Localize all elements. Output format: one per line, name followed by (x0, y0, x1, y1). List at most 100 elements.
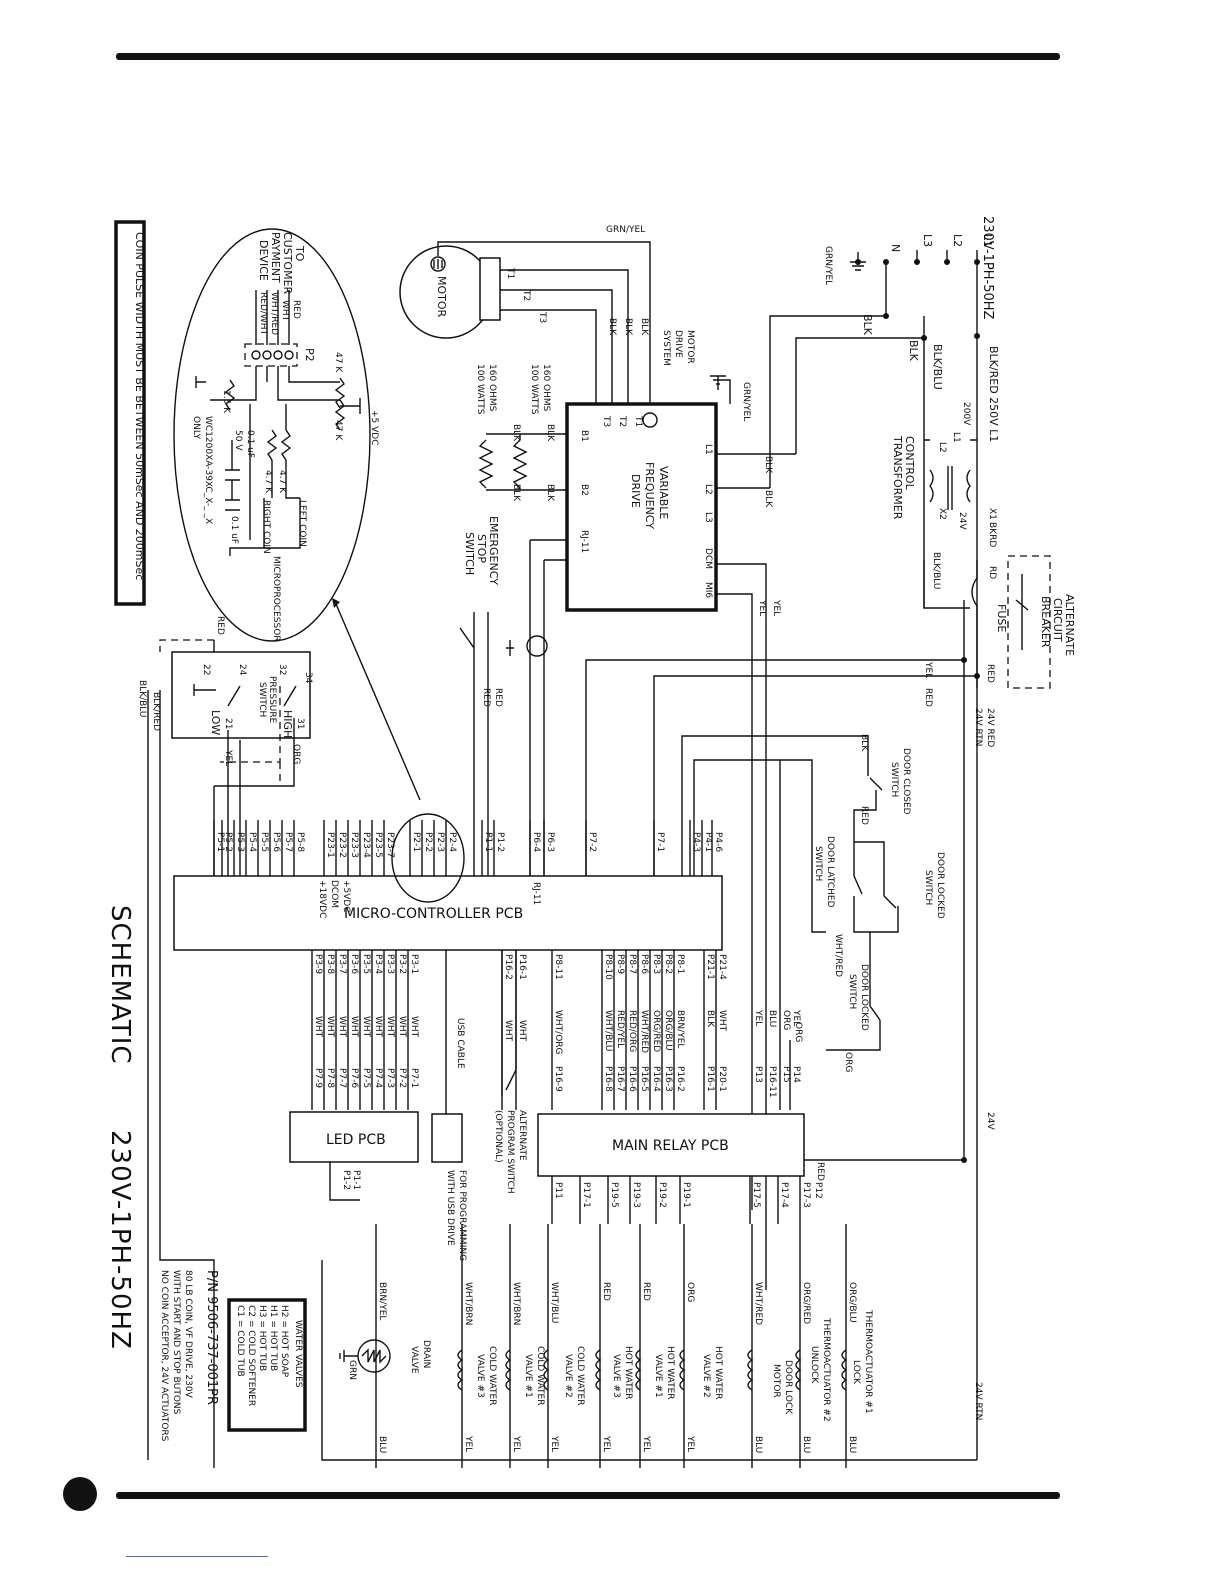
door-locked-3: DOOR LOCKED (859, 964, 869, 1031)
mcpcb-bottom-pin: P8-10 (603, 954, 613, 980)
door-red: RED (859, 806, 869, 825)
rail-24v-rtn-label: 24V RTN (973, 1382, 983, 1420)
therm2-1: THERMOACTUATOR #2 (821, 1317, 831, 1422)
led-p7-pin: P7-8 (325, 1068, 335, 1088)
rail-24v-red: 24V RED (985, 708, 995, 747)
schematic-title: SCHEMATIC (105, 905, 135, 1065)
hot1-2: VALVE #1 (653, 1354, 663, 1398)
door-org-2: ORG (793, 1022, 803, 1042)
cold3-2: VALVE #3 (475, 1354, 485, 1398)
usb-connector (431, 1113, 463, 1163)
mcpcb-bottom-pin: P8-6 (639, 954, 649, 974)
led-p7-pin: P7-3 (385, 1068, 395, 1088)
transformer-24v: 24V (957, 512, 967, 530)
pressure-red: RED (215, 616, 225, 635)
vfd-b1: B1 (579, 430, 589, 442)
resistor-blk-4: BLK (511, 484, 521, 502)
pressure-n32: 32 (277, 664, 287, 675)
mcpcb-bottom-pin: P8-9 (615, 954, 625, 974)
relay-bottom-pin: P19-5 (609, 1182, 619, 1208)
motor-label: MOTOR (435, 276, 448, 318)
pressure-n34: 34 (303, 672, 313, 684)
mcpcb-bottom-pin: P16-1 (517, 954, 527, 980)
led-pcb (289, 1111, 419, 1163)
mcpcb-top-pin: P6-3 (545, 832, 555, 852)
coin-r47c: 4.7 K (277, 470, 287, 494)
door-org: ORG (843, 1052, 853, 1072)
coin-microprocessor: MICROPROCESSOR (271, 556, 281, 642)
relay-top-pin: P16-3 (663, 1066, 673, 1092)
load-wire-top: WHT/BRN (463, 1282, 473, 1325)
hot3-1: HOT WATER (623, 1346, 633, 1400)
cold1-1: COLD WATER (535, 1346, 545, 1405)
vfd-l2-blk: BLK (763, 490, 773, 508)
door-whtred: WHT/RED (833, 934, 843, 977)
vfd-rj11: RJ-11 (579, 530, 589, 553)
resistor-1-ohms: 160 OHMS (541, 364, 551, 412)
motor-system-3: SYSTEM (661, 330, 671, 366)
mcpcb-bottom-pin: P3-5 (361, 954, 371, 974)
relay-bottom-pin: P19-1 (681, 1182, 691, 1208)
relay-wire-label: YEL (791, 1009, 801, 1026)
part-desc-2: WITH START AND STOP BUTONS (171, 1270, 181, 1415)
pressure-n31: 31 (295, 718, 305, 729)
relay-wire-label: WHT/RED (639, 1010, 649, 1053)
load-wire-top: ORG/BLU (847, 1282, 857, 1323)
transformer-label-1: CONTROL (903, 436, 916, 491)
transformer-l1: L1 (951, 432, 961, 443)
door-locked-2: SWITCH (923, 870, 933, 905)
program-wht-2: WHT (503, 1020, 513, 1042)
vfd-ground-wire: GRN/YEL (741, 382, 751, 421)
program-switch-1: ALTERNATE (517, 1110, 527, 1161)
relay-bottom-pin: P17-4 (779, 1182, 789, 1208)
motor-blk-3: BLK (607, 318, 617, 336)
transformer-l2: L2 (937, 442, 947, 453)
mcpcb-bottom-pin: P21-1 (705, 954, 715, 980)
page-marker-dot (63, 1477, 97, 1511)
vfd-l3: L3 (703, 512, 713, 523)
transformer-x1-wire: BKRD (987, 522, 997, 547)
coin-r47b: 47 K (333, 420, 343, 441)
load-wire-top: WHT/BLU (549, 1282, 559, 1324)
footer-link-underline[interactable] (126, 1556, 268, 1557)
motor-t2: T2 (521, 289, 531, 301)
valve-legend-item: H2 = HOT SOAP (279, 1305, 289, 1378)
load-wire-bottom: YEL (549, 1435, 559, 1452)
transformer-200v: 200V (961, 402, 971, 426)
pressure-label-2: SWITCH (257, 682, 267, 717)
estop-line1: EMERGENCY (487, 516, 500, 585)
hot3-2: VALVE #3 (611, 1354, 621, 1398)
therm1-2: LOCK (851, 1360, 861, 1385)
coin-wire-wht: WHT (280, 300, 290, 322)
mcpcb-top-pin: P23-3 (349, 832, 359, 858)
resistor-1-watts: 100 WATTS (529, 364, 539, 415)
pressure-n22: 22 (201, 664, 211, 675)
motor-t1: T1 (505, 267, 515, 279)
relay-wire-label: WHT/BLU (603, 1010, 613, 1052)
transformer-x2-wire: BLK/BLU (931, 552, 941, 589)
top-rule (116, 53, 1060, 60)
water-valves-legend (227, 1298, 307, 1432)
relay-bottom-pin: P12 (813, 1182, 823, 1199)
coin-connector-p2 (244, 343, 298, 367)
drain-grn: GRN (347, 1360, 357, 1380)
door-latched-1: DOOR LATCHED (825, 836, 835, 908)
mcpcb-top-pin: P5-6 (271, 832, 281, 852)
coin-only: ONLY (191, 416, 201, 440)
power-blk-b: BLK (907, 340, 920, 362)
estop-red-1: RED (481, 688, 491, 707)
mcpcb-top-pin: P2-4 (447, 832, 457, 852)
relay-top-pin: P16-2 (675, 1066, 685, 1092)
mcpcb-bottom-pin: P3-8 (325, 954, 335, 974)
vfd-yel-1: YEL (771, 599, 781, 616)
power-l3: L3 (921, 234, 934, 247)
mcpcb-top-pin: P23-7 (385, 832, 395, 858)
load-wire-top: RED (601, 1282, 611, 1301)
led-p7-pin: P7-9 (313, 1068, 323, 1088)
load-wire-bottom: BLU (847, 1436, 857, 1453)
mcpcb-bottom-pin: P3-9 (313, 954, 323, 974)
motor-system-1: MOTOR (685, 330, 695, 364)
load-wire-bottom: YEL (511, 1435, 521, 1452)
coin-p2-label: P2 (303, 348, 316, 362)
